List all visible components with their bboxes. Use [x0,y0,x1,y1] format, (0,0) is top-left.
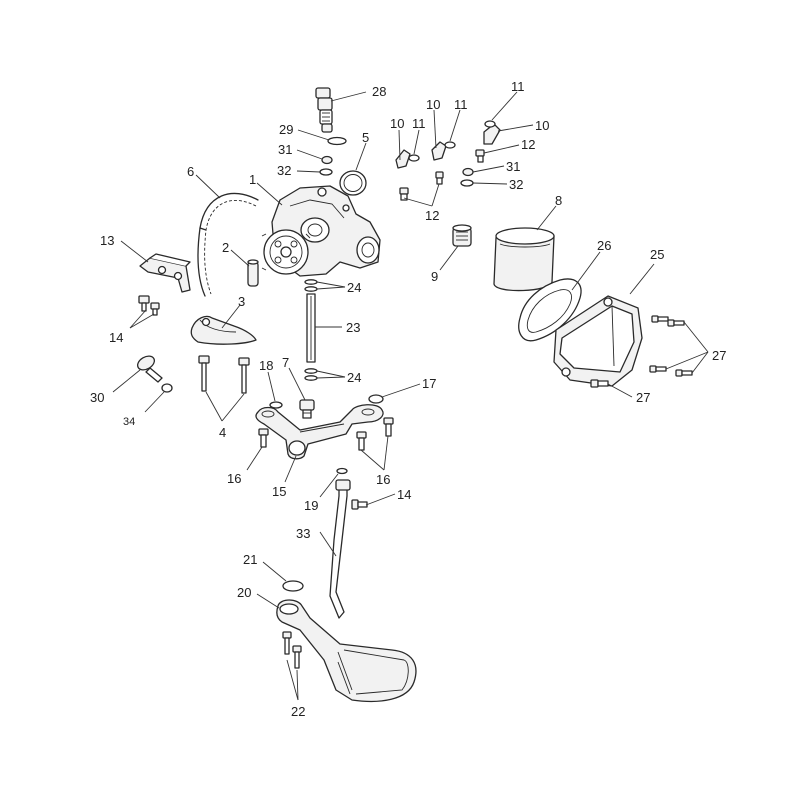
callout-10-right: 10 [535,118,549,133]
part-2-dowel [247,259,259,287]
part-27-bolts [590,315,693,388]
callout-33: 33 [296,526,310,541]
part-7-relief-valve [299,399,315,419]
callout-6: 6 [187,164,194,179]
callout-10-middle: 10 [426,97,440,112]
part-33-tube [329,479,351,619]
callout-2: 2 [222,240,229,255]
part-4-long-bolts [198,355,250,394]
part-24-o-rings-lower [304,368,318,381]
callout-15: 15 [272,484,286,499]
callout-31-right: 31 [506,159,520,174]
part-24-o-rings-upper [304,279,318,292]
callout-29: 29 [279,122,293,137]
part-14-bolt-lower [351,499,368,510]
callout-12-lower: 12 [425,208,439,223]
callout-26: 26 [597,238,611,253]
callout-27-right: 27 [712,348,726,363]
part-26-gasket [518,278,582,342]
part-8-oil-filter [493,227,555,292]
callout-19: 19 [304,498,318,513]
callout-9: 9 [431,269,438,284]
callout-21: 21 [243,552,257,567]
callout-5: 5 [362,130,369,145]
callout-14: 14 [109,330,123,345]
callout-3: 3 [238,294,245,309]
callout-31: 31 [278,142,292,157]
leader-lines [112,91,709,701]
callout-17: 17 [422,376,436,391]
part-25-oil-cooler [553,295,643,387]
part-10-11-12-fittings [395,120,501,201]
callout-labels: 28 29 31 32 5 6 1 13 2 3 14 30 34 4 24 2… [90,79,726,719]
part-17-o-ring [368,394,384,404]
callout-28: 28 [372,84,386,99]
callout-18: 18 [259,358,273,373]
part-22-bolts [282,631,302,669]
callout-11-right: 11 [511,79,525,94]
callout-10-left: 10 [390,116,404,131]
part-6-chain [197,192,259,297]
part-28-sensor [315,87,333,133]
part-18-o-ring [269,401,283,409]
part-1-oil-pump [261,185,381,277]
callout-32-right: 32 [509,177,523,192]
callout-25: 25 [650,247,664,262]
callout-24-upper: 24 [347,280,361,295]
part-30-plug [136,355,163,383]
callout-32: 32 [277,163,291,178]
callout-14-lower: 14 [397,487,411,502]
callout-22: 22 [291,704,305,719]
callout-12-upper: 12 [521,137,535,152]
part-16-bolts-right [356,417,394,451]
callout-16-left: 16 [227,471,241,486]
part-9-adapter [452,224,472,247]
callout-24-lower: 24 [347,370,361,385]
part-20-oil-strainer [276,599,417,703]
part-19-o-ring [336,467,348,475]
callout-34: 34 [123,416,135,428]
part-15-oil-pipe [255,404,384,460]
part-23-tube [306,293,316,363]
part-34-washer [161,383,173,393]
callout-27-lower: 27 [636,390,650,405]
callout-7: 7 [282,355,289,370]
part-14-bolts-left [138,295,160,316]
part-29-o-ring [327,136,347,146]
callout-20: 20 [237,585,251,600]
part-5-seal-ring [339,170,367,196]
part-21-o-ring [282,580,304,592]
callout-11-middle: 11 [454,97,468,112]
callout-8: 8 [555,193,562,208]
part-13-bracket [139,253,191,293]
callout-11-left: 11 [412,116,426,131]
callout-16-right: 16 [376,472,390,487]
callout-13: 13 [100,233,114,248]
callout-23: 23 [346,320,360,335]
callout-30: 30 [90,390,104,405]
part-16-bolts-left [258,428,269,448]
callout-1: 1 [249,172,256,187]
part-3-baffle [190,315,257,345]
part-31-32-washers-left [319,155,333,176]
callout-4: 4 [219,425,226,440]
